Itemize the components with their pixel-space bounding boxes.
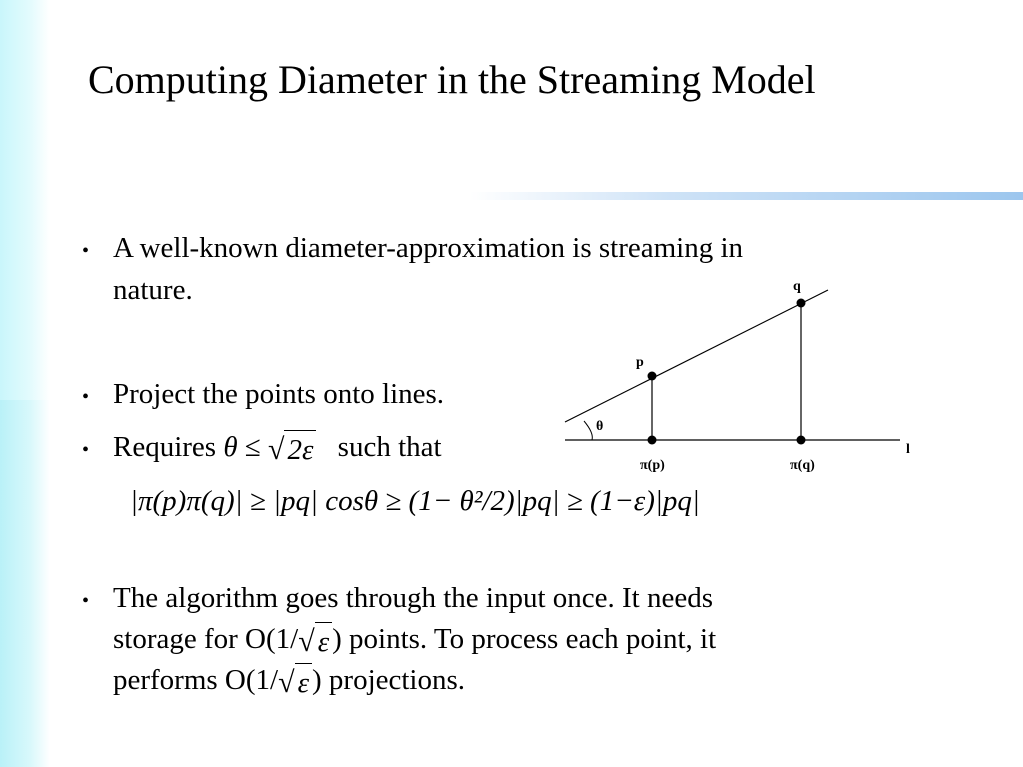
label-l: l <box>906 442 910 457</box>
bullet-4-line-2-prefix: storage for O(1/ <box>113 623 299 655</box>
bullet-4-line-3-prefix: performs O(1/ <box>113 664 279 696</box>
bullet-4-line-2: storage for O(1/√ε) points. To process e… <box>113 620 716 661</box>
bullet-marker-4: • <box>82 590 90 612</box>
bullet-marker-3: • <box>82 439 90 461</box>
bullet-3-theta: θ <box>223 431 238 463</box>
label-q: q <box>793 279 801 294</box>
bullet-3-prefix: Requires <box>113 431 217 463</box>
sqrt-epsilon-projections-body: ε <box>294 662 312 702</box>
projection-inequality: |π(p)π(q)| ≥ |pq| cosθ ≥ (1− θ²/2)|pq| ≥… <box>130 485 700 517</box>
bullet-marker-2: • <box>82 386 90 408</box>
point-pi-q <box>796 435 806 445</box>
label-theta: θ <box>596 419 603 434</box>
decorative-left-band-lower <box>0 400 50 767</box>
bullet-3-text: Requires θ ≤ √2ε such that <box>113 428 442 469</box>
projection-diagram: q p θ π(p) π(q) l <box>564 279 910 473</box>
sqrt-epsilon-projections: √ε <box>278 662 312 702</box>
bullet-4-line-3: performs O(1/√ε) projections. <box>113 661 465 702</box>
bullet-4-line-2-suffix: ) points. To process each point, it <box>332 623 717 655</box>
bullet-1-line-2: nature. <box>113 274 193 306</box>
bullet-4-line-1: The algorithm goes through the input onc… <box>113 582 713 614</box>
label-pi-p: π(p) <box>640 458 665 473</box>
line-through-p-q <box>564 289 829 423</box>
sqrt-epsilon-storage: √ε <box>298 621 333 661</box>
point-q <box>796 298 806 308</box>
title-divider <box>470 192 1023 200</box>
angle-theta-arc <box>583 420 593 441</box>
bullet-3-suffix: such that <box>337 431 442 463</box>
bullet-1-line-1: A well-known diameter-approximation is s… <box>113 232 744 264</box>
bullet-4-line-3-suffix: ) projections. <box>312 664 466 696</box>
point-pi-p <box>647 435 657 445</box>
bullet-3-leq: ≤ <box>244 431 261 463</box>
point-p <box>647 371 657 381</box>
bullet-marker-1: • <box>82 240 90 262</box>
sqrt-2-epsilon: √2ε <box>268 429 317 469</box>
slide-title: Computing Diameter in the Streaming Mode… <box>88 57 816 102</box>
bullet-2-text: Project the points onto lines. <box>113 378 445 410</box>
label-pi-q: π(q) <box>790 458 815 473</box>
sqrt-epsilon-storage-body: ε <box>314 621 333 661</box>
label-p: p <box>636 355 644 370</box>
sqrt-2-epsilon-body: 2ε <box>284 429 317 469</box>
